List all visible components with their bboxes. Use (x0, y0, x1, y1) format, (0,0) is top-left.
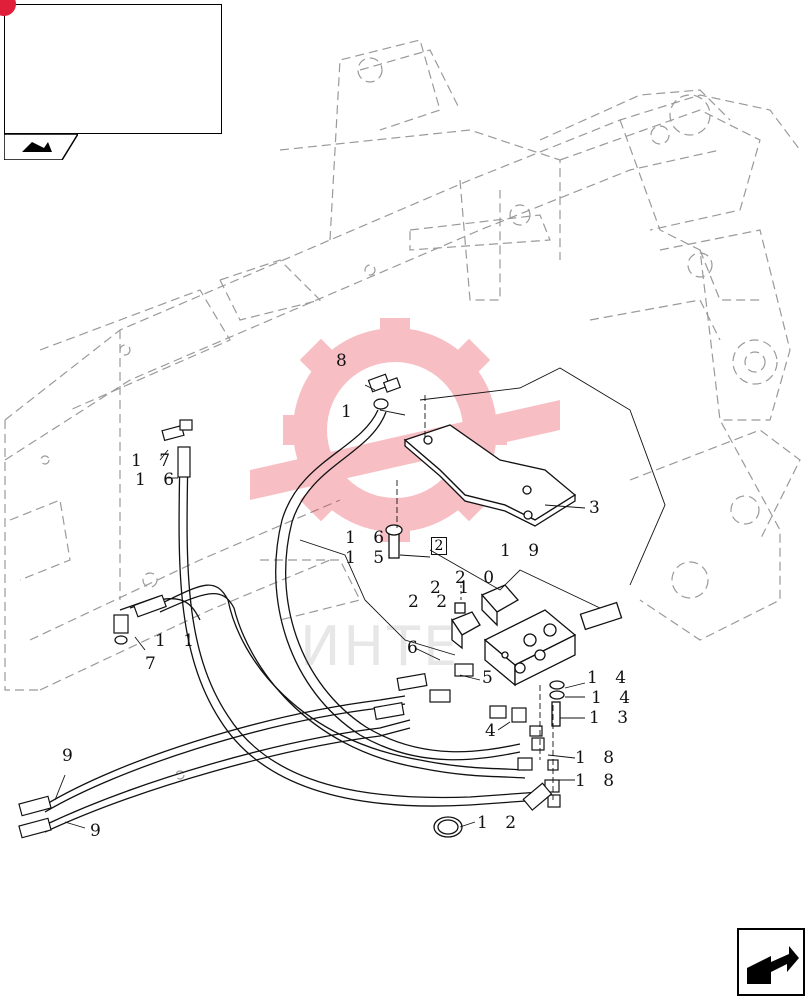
callout-18a[interactable]: 1 8 (575, 748, 621, 768)
hose-clip (433, 816, 463, 838)
valve-block (385, 524, 623, 727)
watermark-text: ИНТЕ (300, 615, 461, 678)
callout-9-upper[interactable]: 9 (62, 746, 79, 766)
callout-17[interactable]: 1 7 (131, 451, 177, 471)
callout-11[interactable]: 1 1 (155, 631, 201, 651)
callout-1[interactable]: 1 (341, 402, 358, 422)
callout-8[interactable]: 8 (336, 351, 353, 371)
callout-16-bolt[interactable]: 1 6 (345, 528, 391, 548)
callout-6[interactable]: 6 (407, 638, 424, 658)
callout-12[interactable]: 1 2 (477, 813, 523, 833)
callout-13[interactable]: 1 3 (589, 708, 635, 728)
callout-14b[interactable]: 1 4 (591, 688, 637, 708)
leader-lines (54, 367, 666, 829)
callout-9-lower[interactable]: 9 (90, 821, 107, 841)
machine-locator-thumbnail[interactable] (4, 4, 222, 134)
callout-20[interactable]: 2 0 (455, 568, 501, 588)
callout-22[interactable]: 2 2 (408, 592, 454, 612)
mounting-bracket (403, 424, 577, 527)
callout-7[interactable]: 7 (145, 654, 162, 674)
status-dot-icon (0, 0, 16, 16)
hydraulic-hoses (44, 409, 541, 833)
callout-3[interactable]: 3 (589, 498, 606, 518)
callout-5[interactable]: 5 (482, 668, 499, 688)
page-turn-icon[interactable] (4, 134, 78, 160)
next-page-icon[interactable] (737, 928, 805, 996)
callout-14a[interactable]: 1 4 (587, 668, 633, 688)
callout-15[interactable]: 1 5 (345, 548, 391, 568)
callout-18b[interactable]: 1 8 (575, 771, 621, 791)
chassis-phantom-outline (4, 39, 801, 780)
callout-4[interactable]: 4 (485, 721, 502, 741)
callout-16-hose[interactable]: 1 6 (135, 470, 181, 490)
callout-2[interactable]: 2 (431, 537, 447, 555)
watermark-gear-icon (250, 318, 560, 542)
callout-21[interactable]: 2 1 (430, 578, 476, 598)
callout-19[interactable]: 1 9 (500, 541, 546, 561)
